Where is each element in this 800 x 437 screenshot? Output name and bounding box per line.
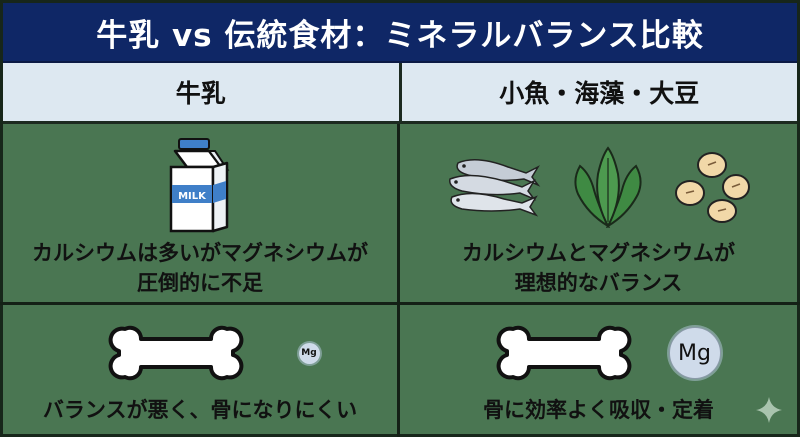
- traditional-absorption-caption: 骨に効率よく吸収・定着: [483, 398, 714, 422]
- traditional-food-cell: カルシウムとマグネシウムが 理想的なバランス: [400, 127, 797, 302]
- sparkle-icon: [756, 397, 782, 423]
- horizontal-divider: [0, 302, 800, 305]
- milk-caption-line1: カルシウムは多いがマグネシウムが: [32, 241, 368, 265]
- column-header-row: 牛乳 小魚・海藻・大豆: [3, 63, 797, 124]
- bone-icon: [108, 325, 243, 381]
- milk-carton-icon: MILK: [169, 137, 230, 232]
- magnesium-small-icon: Mg: [298, 342, 320, 364]
- milk-absorption-cell: Mg バランスが悪く、骨になりにくい: [3, 305, 397, 434]
- small-fish-icon: [448, 158, 540, 217]
- page-title: 牛乳 vs 伝統食材：ミネラルバランス比較: [96, 17, 704, 54]
- column-header-traditional-foods: 小魚・海藻・大豆: [499, 79, 700, 108]
- vertical-divider: [397, 124, 400, 437]
- bone-icon: [496, 325, 631, 381]
- magnesium-large-icon: Mg: [668, 327, 721, 379]
- milk-absorption-caption: バランスが悪く、骨になりにくい: [42, 398, 358, 422]
- soybeans-icon: [674, 151, 750, 223]
- traditional-caption-line1: カルシウムとマグネシウムが: [462, 241, 735, 265]
- seaweed-icon: [573, 145, 642, 228]
- title-bar: 牛乳 vs 伝統食材：ミネラルバランス比較: [3, 3, 797, 63]
- milk-caption-line2: 圧倒的に不足: [137, 271, 263, 295]
- column-header-milk: 牛乳: [3, 63, 402, 121]
- traditional-absorption-cell: Mg 骨に効率よく吸収・定着: [400, 305, 797, 434]
- milk-food-cell: MILK カルシウムは多いがマグネシウムが 圧倒的に不足: [3, 127, 397, 302]
- svg-text:MILK: MILK: [178, 191, 207, 202]
- traditional-caption-line2: 理想的なバランス: [514, 271, 683, 295]
